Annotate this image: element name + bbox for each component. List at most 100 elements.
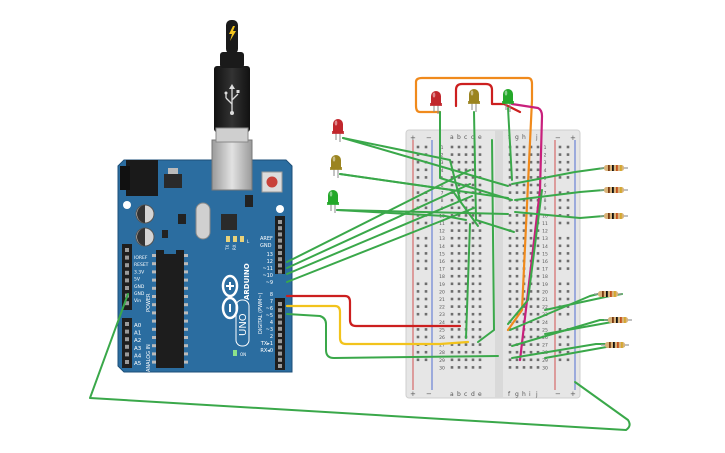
usb-port[interactable]	[211, 139, 253, 191]
rail-hole[interactable]	[558, 259, 562, 263]
power-header[interactable]	[122, 244, 132, 310]
breadboard-hole[interactable]	[529, 214, 533, 217]
breadboard-hole[interactable]	[536, 328, 540, 331]
rail-hole[interactable]	[416, 290, 420, 293]
header-pin[interactable]	[125, 263, 129, 268]
breadboard-hole[interactable]	[536, 160, 540, 164]
rail-hole[interactable]	[424, 328, 428, 331]
rail-hole[interactable]	[416, 312, 420, 316]
breadboard-hole[interactable]	[478, 305, 482, 308]
breadboard-hole[interactable]	[464, 290, 468, 293]
breadboard-hole[interactable]	[478, 252, 482, 255]
breadboard-hole[interactable]	[522, 214, 526, 217]
breadboard-hole[interactable]	[536, 145, 540, 149]
header-pin[interactable]	[278, 232, 282, 237]
breadboard-hole[interactable]	[450, 358, 454, 362]
breadboard-hole[interactable]	[450, 206, 454, 210]
breadboard-hole[interactable]	[464, 343, 468, 346]
breadboard-hole[interactable]	[508, 244, 512, 248]
breadboard-hole[interactable]	[478, 153, 482, 156]
breadboard-hole[interactable]	[515, 160, 519, 164]
rail-hole[interactable]	[566, 221, 570, 225]
breadboard-hole[interactable]	[522, 366, 526, 369]
resistors[interactable]	[594, 165, 632, 348]
breadboard-hole[interactable]	[457, 145, 461, 149]
breadboard-hole[interactable]	[457, 183, 461, 187]
breadboard-hole[interactable]	[522, 176, 526, 179]
header-pin[interactable]	[278, 364, 282, 368]
breadboard-hole[interactable]	[478, 198, 482, 202]
breadboard-hole[interactable]	[536, 297, 540, 301]
rail-hole[interactable]	[416, 328, 420, 331]
breadboard-hole[interactable]	[508, 206, 512, 210]
breadboard-hole[interactable]	[457, 290, 461, 293]
breadboard-hole[interactable]	[471, 305, 475, 308]
breadboard-hole[interactable]	[478, 267, 482, 270]
breadboard-hole[interactable]	[471, 312, 475, 316]
breadboard-hole[interactable]	[536, 274, 540, 278]
breadboard-hole[interactable]	[471, 366, 475, 369]
breadboard-hole[interactable]	[522, 160, 526, 164]
breadboard-hole[interactable]	[536, 358, 540, 362]
wire-res-low1[interactable]	[509, 293, 599, 331]
breadboard-hole[interactable]	[457, 229, 461, 232]
breadboard-hole[interactable]	[450, 366, 454, 369]
rail-hole[interactable]	[566, 305, 570, 308]
wire-ground-loop[interactable]	[89, 293, 631, 431]
breadboard-hole[interactable]	[464, 305, 468, 308]
rail-hole[interactable]	[558, 176, 562, 179]
breadboard-hole[interactable]	[457, 305, 461, 308]
rail-hole[interactable]	[558, 198, 562, 202]
header-pin[interactable]	[125, 248, 129, 252]
breadboard-hole[interactable]	[529, 350, 533, 354]
breadboard-hole[interactable]	[478, 282, 482, 286]
led-left-yellow[interactable]	[330, 155, 342, 178]
breadboard-hole[interactable]	[471, 297, 475, 301]
rail-hole[interactable]	[416, 358, 420, 362]
breadboard-hole[interactable]	[471, 335, 475, 339]
breadboard-hole[interactable]	[522, 335, 526, 339]
rail-hole[interactable]	[416, 221, 420, 225]
header-pin[interactable]	[278, 333, 282, 337]
header-pin[interactable]	[278, 226, 282, 231]
breadboard-hole[interactable]	[515, 236, 519, 240]
rail-hole[interactable]	[566, 206, 570, 210]
breadboard-hole[interactable]	[536, 229, 540, 232]
breadboard-hole[interactable]	[478, 312, 482, 316]
breadboard-hole[interactable]	[536, 252, 540, 255]
breadboard-hole[interactable]	[508, 221, 512, 225]
breadboard-hole[interactable]	[522, 221, 526, 225]
breadboard-hole[interactable]	[508, 176, 512, 179]
resistor[interactable]	[604, 317, 632, 323]
breadboard-hole[interactable]	[457, 312, 461, 316]
breadboard-hole[interactable]	[529, 244, 533, 248]
rail-hole[interactable]	[558, 267, 562, 270]
breadboard-hole[interactable]	[508, 168, 512, 172]
breadboard-hole[interactable]	[471, 153, 475, 156]
rail-hole[interactable]	[558, 297, 562, 301]
breadboard-hole[interactable]	[450, 183, 454, 187]
header-pin[interactable]	[125, 278, 129, 283]
breadboard-hole[interactable]	[529, 236, 533, 240]
breadboard-hole[interactable]	[471, 259, 475, 263]
rail-hole[interactable]	[566, 145, 570, 149]
breadboard-hole[interactable]	[478, 358, 482, 362]
breadboard-hole[interactable]	[478, 214, 482, 217]
resistor[interactable]	[600, 213, 628, 219]
breadboard-hole[interactable]	[536, 343, 540, 346]
wire-orange[interactable]	[414, 76, 534, 332]
rail-hole[interactable]	[416, 267, 420, 270]
breadboard-hole[interactable]	[471, 274, 475, 278]
breadboard-hole[interactable]	[536, 335, 540, 339]
breadboard-hole[interactable]	[478, 350, 482, 354]
rail-hole[interactable]	[566, 282, 570, 286]
header-pin[interactable]	[125, 286, 129, 290]
header-pin[interactable]	[278, 263, 282, 268]
breadboard-hole[interactable]	[457, 320, 461, 324]
breadboard-hole[interactable]	[471, 221, 475, 225]
breadboard-hole[interactable]	[450, 229, 454, 232]
header-pin[interactable]	[278, 244, 282, 249]
wire-led-red[interactable]	[342, 137, 509, 187]
header-pin[interactable]	[278, 257, 282, 262]
breadboard-hole[interactable]	[522, 229, 526, 232]
